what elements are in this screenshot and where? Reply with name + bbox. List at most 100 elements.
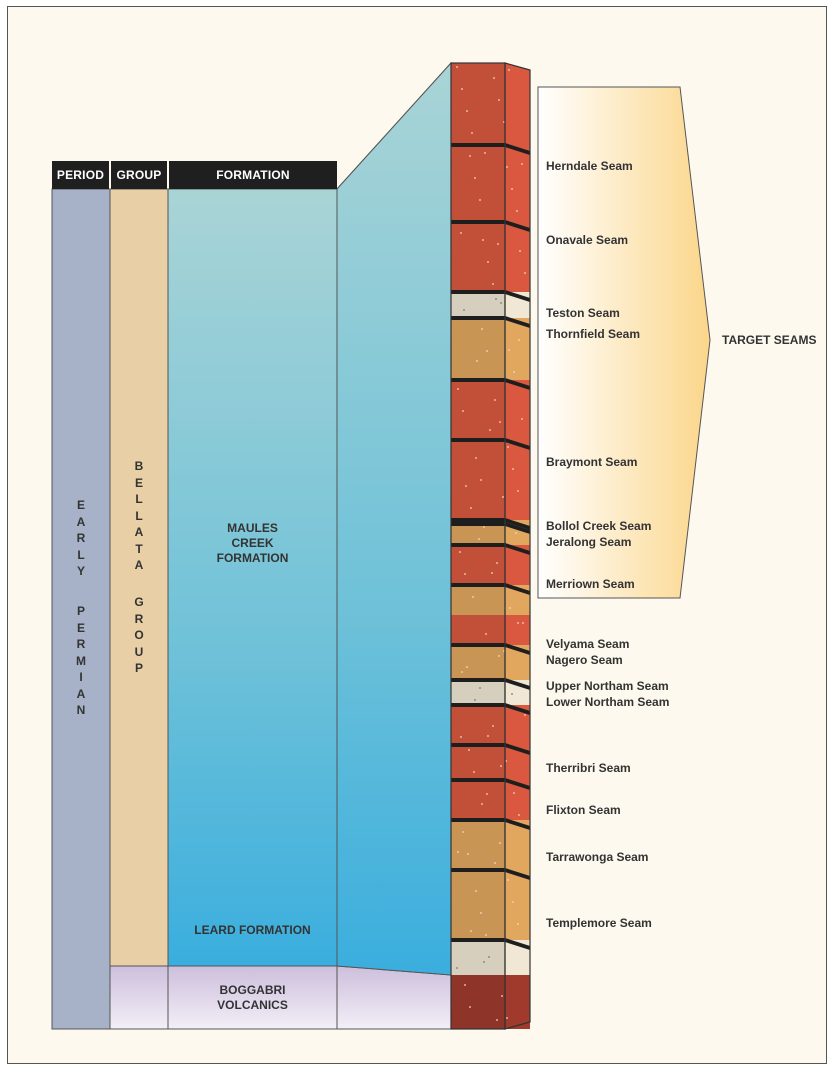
texture-dot (515, 532, 517, 534)
seam-label-thornfield: Thornfield Seam (546, 327, 640, 341)
texture-dot (480, 479, 482, 481)
stacked-letter: R (71, 530, 91, 547)
texture-dot (491, 572, 493, 574)
texture-dot (512, 901, 514, 903)
stacked-letter: E (71, 497, 91, 514)
strat-layer (451, 615, 505, 645)
strat-layer (451, 545, 505, 585)
texture-dot (497, 243, 499, 245)
texture-dot (481, 328, 483, 330)
texture-dot (519, 250, 521, 252)
strat-layer (451, 585, 505, 615)
texture-dot (463, 309, 465, 311)
texture-dot (494, 862, 496, 864)
texture-dot (486, 793, 488, 795)
texture-dot (483, 961, 485, 963)
seam-label-upper-northam: Upper Northam Seam (546, 679, 669, 693)
strat-column (451, 63, 530, 1029)
texture-dot (464, 573, 466, 575)
texture-dot (496, 1019, 498, 1021)
stacked-letter: M (71, 653, 91, 670)
formation-column (168, 189, 337, 966)
seam-label-bollol-creek: Bollol Creek Seam (546, 519, 651, 533)
texture-dot (472, 596, 474, 598)
boggabri-volcanics-label: BOGGABRI VOLCANICS (168, 983, 337, 1013)
stacked-letter: R (129, 611, 149, 628)
stacked-letter: E (71, 620, 91, 637)
texture-dot (496, 562, 498, 564)
stacked-letter: A (71, 514, 91, 531)
texture-dot (464, 984, 466, 986)
seam-label-nagero: Nagero Seam (546, 653, 623, 667)
texture-dot (501, 995, 503, 997)
maules-creek-label: MAULES CREEK FORMATION (168, 521, 337, 566)
texture-dot (499, 842, 501, 844)
volcanics-band (337, 966, 451, 1029)
stacked-letter: L (71, 547, 91, 564)
texture-dot (459, 551, 461, 553)
strat-layer-side (505, 870, 530, 940)
texture-dot (473, 771, 475, 773)
texture-dot (517, 490, 519, 492)
strat-layer (451, 975, 505, 1029)
texture-dot (513, 371, 515, 373)
texture-dot (466, 666, 468, 668)
texture-dot (467, 853, 469, 855)
texture-dot (495, 298, 497, 300)
strat-layer (451, 318, 505, 380)
formation-header: FORMATION (169, 161, 337, 189)
texture-dot (469, 155, 471, 157)
seam-label-templemore: Templemore Seam (546, 916, 652, 930)
seam-label-merriown: Merriown Seam (546, 577, 635, 591)
texture-dot (499, 421, 501, 423)
texture-dot (475, 457, 477, 459)
group-volcanics-cell (110, 966, 168, 1029)
texture-dot (483, 526, 485, 528)
formation-band (337, 63, 451, 975)
texture-dot (524, 272, 526, 274)
texture-dot (518, 339, 520, 341)
strat-layer-side (505, 318, 530, 380)
leard-formation-label: LEARD FORMATION (168, 923, 337, 938)
texture-dot (508, 69, 510, 71)
stacked-letter: A (129, 524, 149, 541)
strat-layer (451, 820, 505, 870)
texture-dot (462, 831, 464, 833)
stacked-letter: N (71, 702, 91, 719)
texture-dot (468, 749, 470, 751)
strat-layer (451, 63, 505, 145)
strat-layer (451, 940, 505, 975)
texture-dot (470, 507, 472, 509)
seam-label-braymont: Braymont Seam (546, 455, 637, 469)
seam-label-herndale: Herndale Seam (546, 159, 633, 173)
texture-dot (480, 912, 482, 914)
group-label-group: GROUP (129, 594, 149, 677)
texture-dot (494, 399, 496, 401)
strat-layer (451, 870, 505, 940)
texture-dot (498, 655, 500, 657)
strat-layer (451, 745, 505, 780)
texture-dot (524, 714, 526, 716)
stacked-letter: U (129, 644, 149, 661)
texture-dot (507, 446, 509, 448)
strat-layer (451, 780, 505, 820)
stacked-letter: A (129, 557, 149, 574)
stacked-letter: E (129, 475, 149, 492)
texture-dot (469, 1006, 471, 1008)
texture-dot (471, 132, 473, 134)
seam-label-velyama: Velyama Seam (546, 637, 629, 651)
stacked-letter: T (129, 541, 149, 558)
group-header: GROUP (111, 161, 167, 189)
texture-dot (521, 418, 523, 420)
texture-dot (511, 693, 513, 695)
texture-dot (479, 199, 481, 201)
texture-dot (487, 261, 489, 263)
stacked-letter: G (129, 594, 149, 611)
stacked-letter: B (129, 458, 149, 475)
texture-dot (518, 814, 520, 816)
texture-dot (511, 188, 513, 190)
seam-label-onavale: Onavale Seam (546, 233, 628, 247)
texture-dot (517, 622, 519, 624)
stacked-letter: P (129, 660, 149, 677)
